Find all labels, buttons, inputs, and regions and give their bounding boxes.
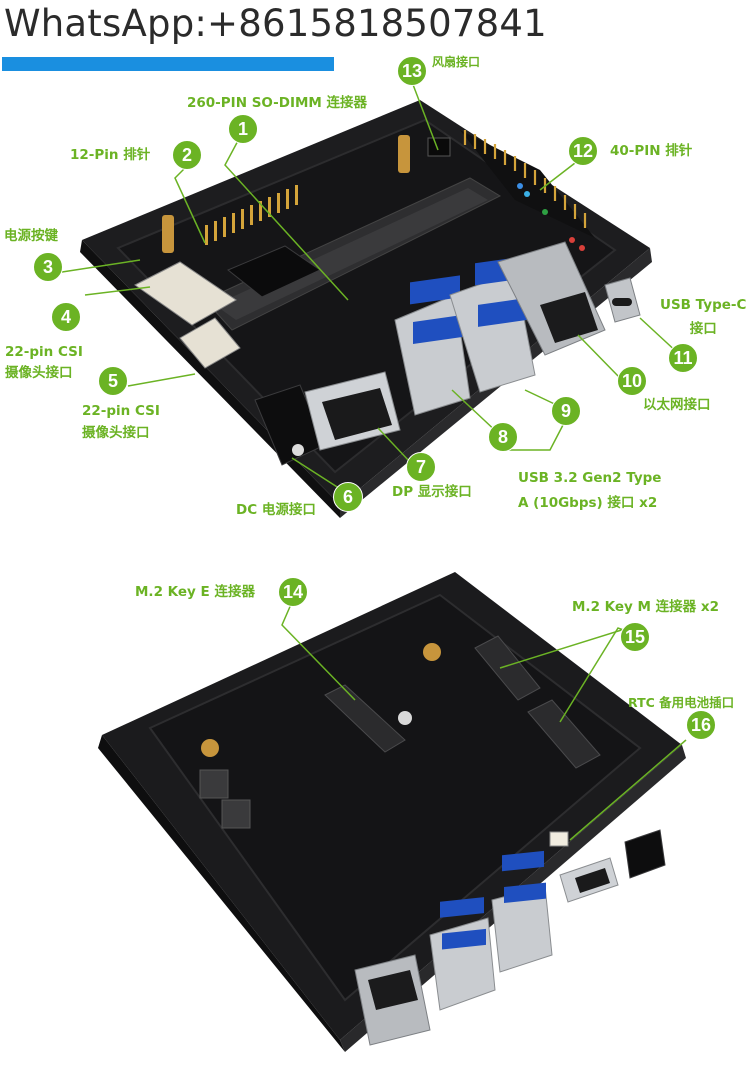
label-10: 以太网接口 (643, 397, 711, 413)
callout-badge-5: 5 (98, 366, 128, 396)
label-13: 风扇接口 (432, 55, 481, 69)
standoff (162, 215, 174, 253)
callout-badge-10: 10 (617, 366, 647, 396)
bottom-board (98, 572, 686, 1052)
label-1: 260-PIN SO-DIMM 连接器 (187, 95, 368, 111)
callout-badge-4: 4 (51, 302, 81, 332)
label-15: M.2 Key M 连接器 x2 (572, 599, 719, 615)
callout-badge-12: 12 (568, 136, 598, 166)
label-9: USB 3.2 Gen2 Type A (10Gbps) 接口 x2 (518, 470, 662, 511)
label-3: 电源按键 (4, 228, 58, 244)
watermark-underline (2, 57, 334, 71)
label-5: 22-pin CSI 摄像头接口 (82, 403, 160, 441)
m2-key-e (324, 684, 406, 753)
callout-badge-3: 3 (33, 252, 63, 282)
callout-badge-13: 13 (397, 56, 427, 86)
callout-badge-16: 16 (686, 710, 716, 740)
standoff (398, 135, 410, 173)
callout-badge-7: 7 (406, 452, 436, 482)
callout-badge-6: 6 (333, 482, 363, 512)
callout-badge-11: 11 (668, 343, 698, 373)
label-12: 40-PIN 排针 (610, 143, 693, 159)
m2-key-m (474, 635, 541, 701)
callout-badge-2: 2 (172, 140, 202, 170)
callout-badge-1: 1 (228, 114, 258, 144)
watermark-text: WhatsApp:+8615818507841 (4, 2, 547, 45)
label-11: USB Type-C 接口 (660, 297, 747, 337)
csi-connector (134, 261, 237, 326)
label-7: DP 显示接口 (392, 484, 472, 500)
label-6: DC 电源接口 (236, 502, 316, 518)
callout-badge-8: 8 (488, 422, 518, 452)
label-16: RTC 备用电池插口 (628, 695, 735, 710)
callout-badge-15: 15 (620, 622, 650, 652)
label-4: 22-pin CSI 摄像头接口 (5, 344, 83, 381)
label-2: 12-Pin 排针 (70, 147, 151, 163)
top-board (80, 100, 652, 518)
label-14: M.2 Key E 连接器 (135, 584, 255, 600)
csi-connector (179, 317, 241, 369)
callout-badge-14: 14 (278, 577, 308, 607)
callout-badge-9: 9 (551, 396, 581, 426)
callout-lines (61, 81, 687, 841)
m2-key-m (527, 699, 601, 769)
